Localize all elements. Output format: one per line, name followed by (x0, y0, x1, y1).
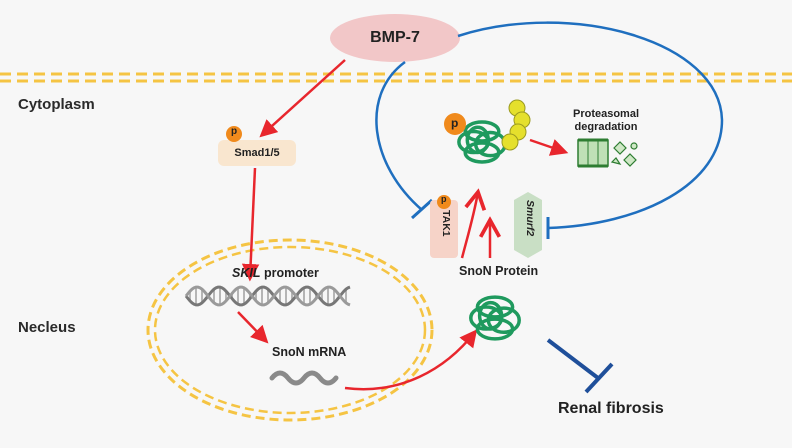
dna-helix-icon (184, 285, 351, 307)
bmp7-inhibits-tak1-line (375, 60, 423, 211)
smad-to-skil-arrow (241, 167, 260, 282)
proteasomal-label: Proteasomal (572, 108, 640, 120)
snon-protein-icon (469, 295, 521, 341)
smad-phospho-icon (226, 126, 242, 142)
skil-promoter-label: SKIL promoter (232, 266, 319, 280)
smad-box (218, 140, 296, 166)
nucleus-envelope (146, 238, 434, 422)
snon-protein-label: SnoN Protein (459, 264, 539, 278)
promoter-label: promoter (263, 266, 319, 280)
to-proteasome-arrow (529, 138, 569, 156)
renal-fibrosis-label: Renal fibrosis (558, 400, 664, 417)
snon-phospho-icon (444, 113, 466, 135)
bmp7-oval (330, 14, 460, 62)
mrna-to-protein-arrow (344, 329, 478, 391)
tak1-label: TAK1 (440, 210, 452, 237)
bmp7-to-smad-arrow (259, 59, 346, 138)
tak1-phospho-icon (437, 195, 451, 209)
ubiquitinated-snon-icon (457, 120, 507, 164)
smurf2-label: Smurf2 (524, 200, 536, 237)
cytoplasm-label: Cytoplasm (18, 96, 95, 113)
dna-to-mrna-arrow (237, 311, 269, 344)
tak1-box (430, 200, 458, 258)
bmp7-inhibits-smurf2-line (457, 21, 724, 230)
tak1-to-protein-arrow (460, 192, 478, 259)
peptide-fragments-icon (610, 141, 638, 167)
snon-phospho-label: p (451, 116, 459, 130)
smad-phospho-label: p (231, 126, 238, 137)
snon-mrna-label: SnoN mRNA (272, 345, 347, 359)
fibrosis-inhibition-bar (584, 362, 614, 394)
ubiquitin-chain-icon (501, 99, 531, 151)
smad-label: Smad1/5 (234, 147, 280, 159)
bmp7-label: BMP-7 (370, 29, 420, 46)
smurf2-box (514, 192, 542, 258)
proteasomal-degradation-label: Proteasomal degradation (573, 108, 639, 134)
degradation-label: degradation (574, 121, 638, 133)
snon-inhibits-fibrosis-line (546, 338, 600, 380)
skil-gene-label: SKIL (232, 266, 261, 280)
proteasome-icon (577, 138, 609, 168)
nucleus-label: Necleus (18, 319, 76, 336)
mrna-wave-icon (269, 370, 339, 386)
tak1-phospho-label: p (441, 194, 447, 204)
cell-membrane (0, 72, 792, 83)
tak1-inhibition-bar (410, 198, 434, 220)
